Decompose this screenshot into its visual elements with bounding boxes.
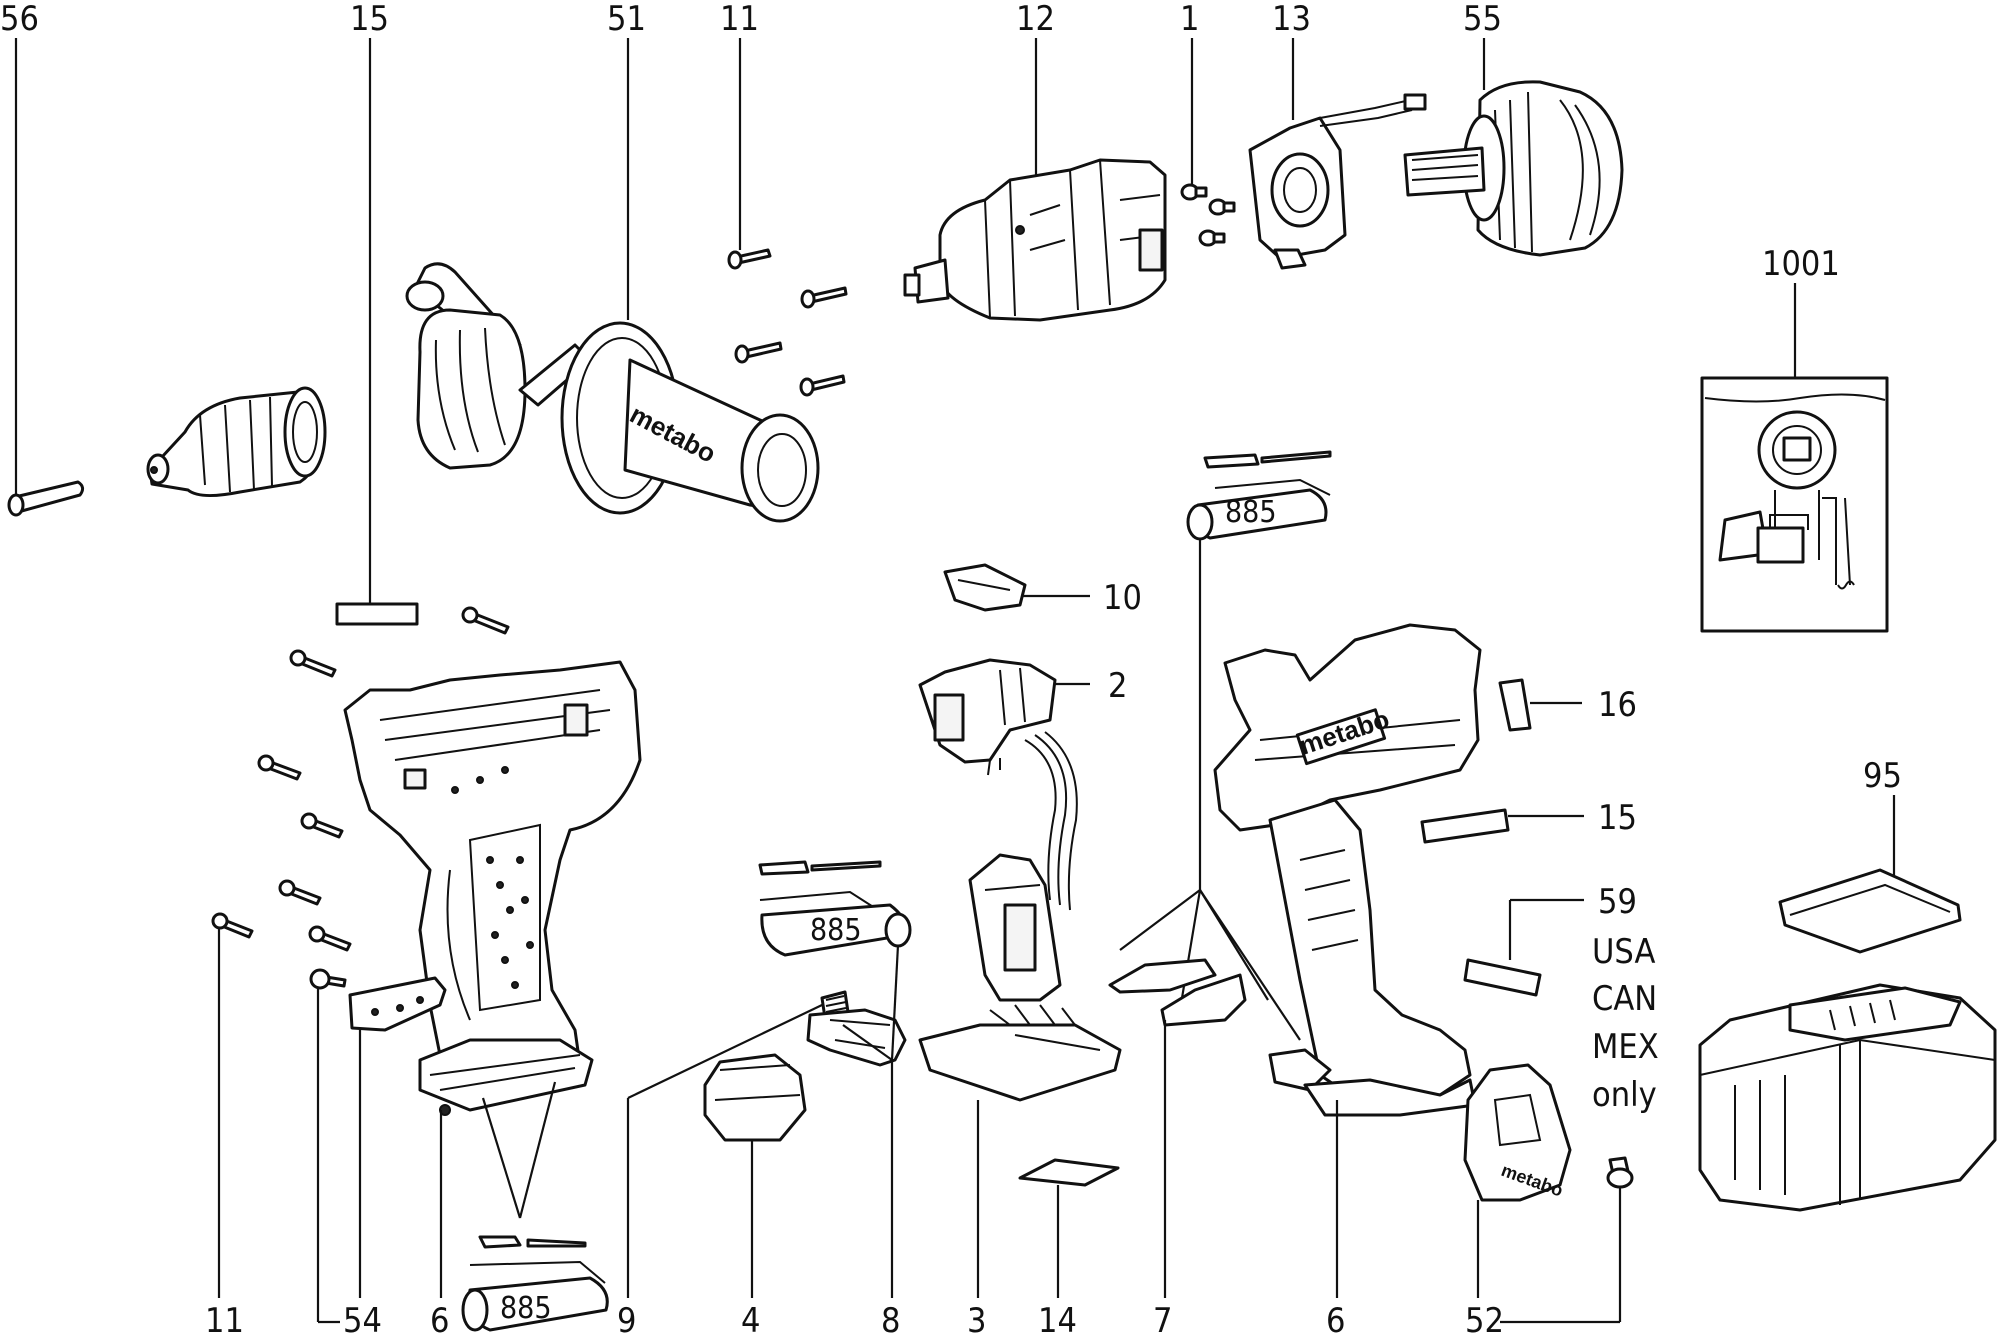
svg-text:15: 15 [1598, 798, 1637, 838]
label-11-bottom: 11 [205, 928, 244, 1337]
belt-hook-52: metabo [1463, 1063, 1634, 1202]
label-52: 52 [1465, 1188, 1622, 1337]
gearbox-12 [903, 158, 1167, 322]
svg-text:9: 9 [617, 1301, 636, 1337]
screw-set-11 [727, 248, 848, 397]
label-13: 13 [1272, 0, 1311, 120]
svg-text:52: 52 [1465, 1301, 1504, 1337]
svg-text:CAN: CAN [1592, 979, 1657, 1019]
grease-tube-885-mid: 885 [758, 860, 912, 957]
part-54 [348, 976, 447, 1032]
label-11-top: 11 [720, 0, 759, 250]
label-1: 1 [1180, 0, 1199, 185]
svg-text:6: 6 [430, 1301, 449, 1337]
switch-block-4 [703, 1053, 807, 1142]
svg-text:59: 59 [1598, 882, 1637, 922]
svg-text:2: 2 [1108, 666, 1127, 706]
housing-right-assembled: metabo [1213, 623, 1482, 1117]
svg-text:1: 1 [1180, 0, 1199, 39]
svg-text:10: 10 [1103, 578, 1142, 618]
label-3: 3 [967, 1100, 986, 1337]
housing-screws [211, 606, 510, 990]
label-6-right: 6 [1326, 1100, 1345, 1337]
label-4: 4 [741, 1140, 760, 1337]
svg-text:4: 4 [741, 1301, 760, 1337]
svg-text:51: 51 [607, 0, 646, 39]
svg-text:55: 55 [1463, 0, 1502, 39]
switch-wires [1024, 731, 1078, 911]
svg-text:56: 56 [0, 0, 39, 39]
switch-2: 2 [918, 658, 1127, 776]
svg-text:3: 3 [967, 1301, 986, 1337]
label-9: 9 [617, 1004, 823, 1337]
label-14: 14 [1038, 1185, 1077, 1337]
svg-text:USA: USA [1592, 932, 1655, 972]
svg-text:885: 885 [810, 913, 862, 948]
label-15-top: 15 [350, 0, 389, 604]
label-51: 51 [607, 0, 646, 320]
housing-left-half [343, 660, 642, 1116]
electronic-plate-13 [1248, 93, 1427, 270]
bracket-8 [806, 1008, 907, 1067]
auxiliary-handle-51: metabo [405, 262, 820, 523]
label-56: 56 [0, 0, 39, 498]
electronics-module-3 [918, 853, 1122, 1102]
grease-tube-885-left: 885 [461, 1235, 609, 1332]
wiring-detail-1001: 1001 [1700, 244, 1889, 633]
svg-text:6: 6 [1326, 1301, 1345, 1337]
leaders-7 [1119, 540, 1301, 1041]
svg-text:14: 14 [1038, 1301, 1077, 1337]
label-15-right: 15 [1420, 798, 1637, 844]
label-12: 12 [1016, 0, 1055, 185]
battery-latch-7 [1108, 958, 1247, 1027]
label-6-left: 6 [430, 1081, 557, 1337]
svg-text:885: 885 [500, 1291, 552, 1326]
svg-text:MEX: MEX [1592, 1027, 1659, 1067]
switch-cap-10: 10 [943, 563, 1142, 618]
svg-text:885: 885 [1225, 495, 1277, 530]
label-7: 7 [1153, 1020, 1172, 1337]
svg-text:16: 16 [1598, 685, 1637, 725]
battery-cover-95: 95 [1778, 756, 1962, 954]
label-patch-14 [1018, 1158, 1120, 1187]
svg-text:15: 15 [350, 0, 389, 39]
label-8: 8 [842, 944, 900, 1337]
svg-text:8: 8 [881, 1301, 900, 1337]
motor-55 [1403, 80, 1624, 257]
svg-text:1001: 1001 [1762, 244, 1840, 284]
drill-chuck [146, 386, 327, 497]
svg-text:95: 95 [1863, 756, 1902, 796]
label-55: 55 [1463, 0, 1502, 90]
label-plate-15 [335, 602, 419, 626]
svg-text:12: 12 [1016, 0, 1055, 39]
svg-text:54: 54 [343, 1301, 382, 1337]
battery-pack [1698, 983, 1997, 1212]
label-16: 16 [1498, 678, 1637, 732]
svg-text:11: 11 [720, 0, 759, 39]
svg-text:only: only [1592, 1075, 1657, 1115]
grease-tube-885-right: 885 [1186, 450, 1332, 541]
label-59: 59 USA CAN MEX only [1463, 882, 1659, 1115]
label-54: 54 [316, 988, 382, 1337]
svg-text:11: 11 [205, 1301, 244, 1337]
pin-56 [7, 480, 85, 517]
svg-text:13: 13 [1272, 0, 1311, 39]
svg-text:7: 7 [1153, 1301, 1172, 1337]
screws-1 [1180, 183, 1236, 247]
